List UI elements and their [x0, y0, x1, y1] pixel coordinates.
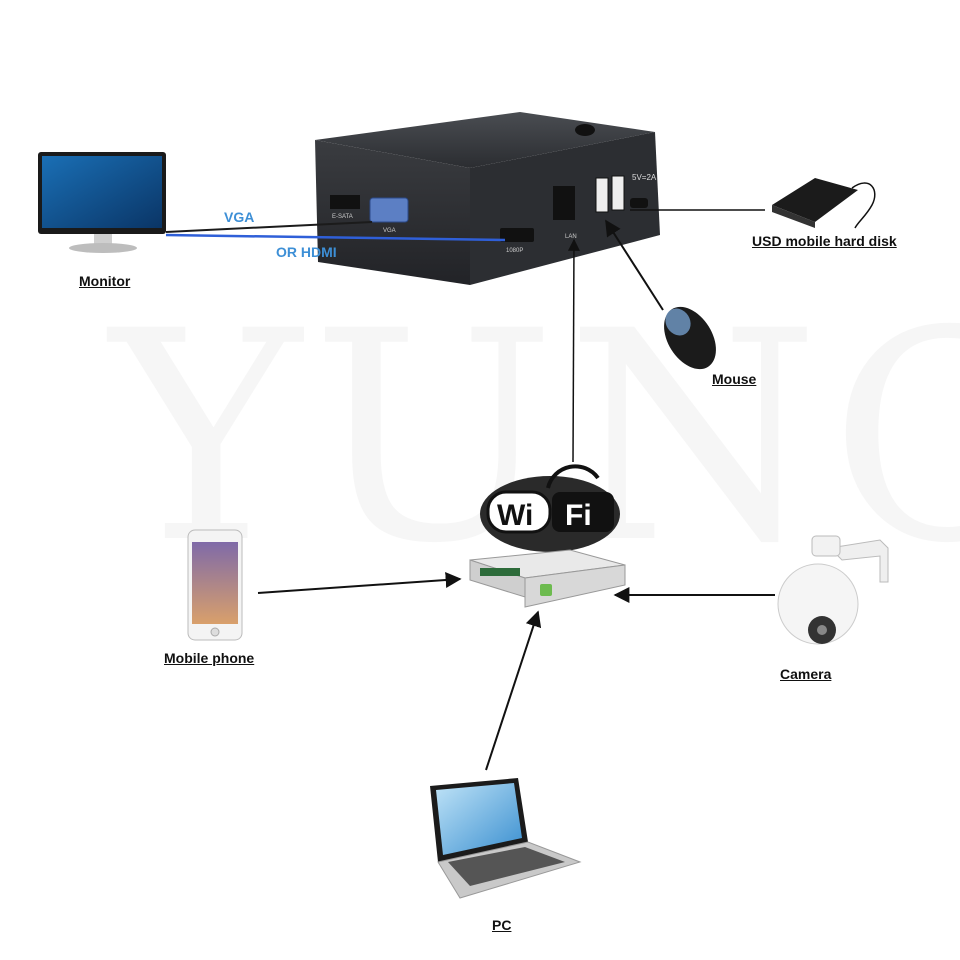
- router-device: [469, 549, 626, 608]
- wifi-text-wi: Wi: [497, 499, 533, 532]
- mouse-device: [664, 306, 716, 370]
- router-ports-icon: [480, 568, 520, 576]
- wifi-fi-box: [552, 492, 614, 532]
- camera-dome: [777, 563, 859, 645]
- mouse-label: Mouse: [712, 371, 757, 387]
- camera-device: [777, 535, 889, 645]
- mobile-phone-label: Mobile phone: [164, 650, 255, 666]
- pc-label: PC: [492, 917, 512, 933]
- hdd-cable: [851, 182, 876, 229]
- camera-label: Camera: [780, 666, 832, 682]
- mouse-arrow: [605, 219, 664, 311]
- laptop-screen: [436, 783, 522, 855]
- vga-port-icon: [369, 197, 409, 223]
- laptop-keyboard: [448, 847, 565, 886]
- vga-cable-line: [165, 221, 373, 233]
- router-side-face: [524, 564, 626, 608]
- phone-screen: [192, 542, 238, 624]
- hdmi-connection-label: OR HDMI: [276, 244, 337, 260]
- hdmi-cable-line: [165, 233, 506, 242]
- lan-port-icon: [553, 186, 575, 220]
- wifi-logo: Wi Fi: [480, 464, 620, 552]
- nvr-recorder: E-SATA VGA 1080P LAN 5V=2A: [315, 112, 660, 285]
- power-button-icon: [575, 124, 595, 136]
- hdd-body-side: [772, 205, 815, 228]
- vga-connection-label: VGA: [224, 209, 255, 225]
- usb-hard-disk-device: [772, 178, 876, 229]
- mouse-highlight: [665, 308, 691, 336]
- router-led-icon: [540, 584, 552, 596]
- monitor-label: Monitor: [79, 273, 131, 289]
- camera-mount-arm: [828, 539, 889, 583]
- monitor-screen: [42, 156, 162, 228]
- hdd-body-top: [772, 178, 858, 222]
- mobile-phone-device: [187, 529, 243, 641]
- monitor-stand: [69, 243, 137, 253]
- port-label-vga: VGA: [383, 228, 396, 234]
- phone-home-button: [210, 627, 220, 637]
- power-port-icon: [630, 198, 648, 208]
- camera-housing: [811, 535, 841, 557]
- camera-lens-center: [817, 625, 827, 635]
- port-label-hdmi: 1080P: [506, 248, 523, 254]
- hdmi-port-icon: [500, 228, 534, 242]
- monitor-neck: [94, 234, 112, 244]
- usb-port-2-icon: [611, 175, 625, 211]
- usb-disk-label: USD mobile hard disk: [752, 233, 897, 249]
- monitor-device: [38, 152, 166, 253]
- nvr-top-face: [315, 112, 655, 168]
- laptop-pc-device: [430, 778, 582, 899]
- port-label-power: 5V=2A: [632, 173, 657, 182]
- mouse-body: [664, 306, 716, 370]
- esata-port-icon: [330, 195, 360, 209]
- wifi-wi-pill: [486, 490, 552, 534]
- port-label-lan: LAN: [565, 234, 577, 240]
- usb-port-1-icon: [595, 177, 609, 213]
- wifi-text-fi: Fi: [565, 499, 592, 532]
- pc-arrow: [485, 610, 542, 771]
- router-to-nvr-arrow: [567, 238, 580, 463]
- wifi-signal-arc: [546, 464, 600, 489]
- phone-arrow: [257, 572, 462, 594]
- port-label-esata: E-SATA: [332, 214, 353, 220]
